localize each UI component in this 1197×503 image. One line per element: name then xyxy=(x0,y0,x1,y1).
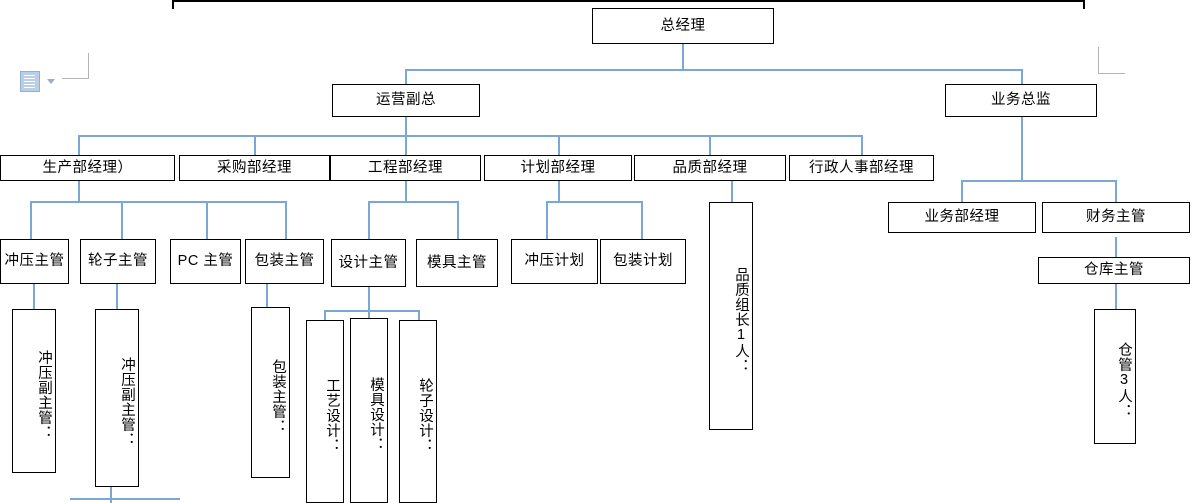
connector-to-biz-mgr xyxy=(961,180,963,202)
node-stamping-deputy-supervisor-2[interactable]: 冲压副主管： xyxy=(95,309,139,487)
connector-qualmgr-down xyxy=(731,180,733,202)
connector-stampsup-down xyxy=(33,284,35,309)
node-business-director[interactable]: 业务总监 xyxy=(945,84,1097,117)
connector-to-stamp-plan xyxy=(546,201,548,239)
connector-design-bus xyxy=(324,310,419,312)
node-purchasing-manager[interactable]: 采购部经理 xyxy=(179,155,330,181)
connector-opsvp-down xyxy=(405,116,407,136)
connector-to-pack-plan xyxy=(641,201,643,239)
crop-mark-right-h xyxy=(1098,73,1125,75)
node-packaging-plan[interactable]: 包装计划 xyxy=(600,239,686,284)
connector-gm-bus xyxy=(405,69,1022,71)
connector-to-prod-mgr xyxy=(78,135,80,155)
paste-document-icon xyxy=(20,70,40,92)
node-general-manager[interactable]: 总经理 xyxy=(592,8,774,44)
node-stamping-supervisor[interactable]: 冲压主管 xyxy=(0,239,69,284)
connector-to-hr-mgr xyxy=(861,135,863,155)
connector-gm-down xyxy=(682,44,684,70)
node-production-manager[interactable]: 生产部经理） xyxy=(0,155,175,181)
connector-planmgr-down xyxy=(558,180,560,202)
node-wheel-supervisor[interactable]: 轮子主管 xyxy=(80,239,156,284)
node-operations-vp[interactable]: 运营副总 xyxy=(332,84,480,117)
connector-bizdir-down xyxy=(1021,116,1023,181)
crop-mark-left-v xyxy=(88,53,90,79)
connector-to-fin-sup xyxy=(1115,180,1117,202)
connector-to-stamp-sup xyxy=(30,201,32,239)
connector-to-eng-mgr xyxy=(405,135,407,155)
node-packaging-deputy-supervisor[interactable]: 包装主管： xyxy=(251,307,290,478)
node-process-design[interactable]: 工艺设计： xyxy=(306,320,344,503)
connector-to-ops-vp xyxy=(405,69,407,84)
connector-finsup-down xyxy=(1115,237,1117,258)
connector-to-purch-mgr xyxy=(254,135,256,155)
node-design-supervisor[interactable]: 设计主管 xyxy=(331,239,406,287)
node-warehouse-staff[interactable]: 仓管3人： xyxy=(1094,309,1136,444)
connector-plan-bus xyxy=(546,201,642,203)
node-wheel-design[interactable]: 轮子设计： xyxy=(399,320,437,503)
connector-wheelsup-down xyxy=(116,284,118,309)
node-stamping-deputy-supervisor-1[interactable]: 冲压副主管： xyxy=(12,309,56,473)
connector-engmgr-down xyxy=(405,180,407,202)
connector-to-mold-sup xyxy=(457,201,459,239)
connector-eng-bus xyxy=(368,201,458,203)
crop-mark-left-h xyxy=(62,78,89,80)
connector-bottom-bus xyxy=(70,498,180,500)
paste-options-button[interactable] xyxy=(20,70,64,92)
connector-prod-bus xyxy=(30,201,286,203)
node-mold-design[interactable]: 模具设计： xyxy=(350,318,388,503)
table-right-border xyxy=(1083,0,1085,9)
connector-packsup-down xyxy=(266,284,268,307)
connector-biz-bus xyxy=(961,180,1116,182)
connector-prodmgr-down xyxy=(78,180,80,202)
node-quality-manager[interactable]: 品质部经理 xyxy=(634,155,786,181)
connector-to-wheel-sup xyxy=(121,201,123,239)
node-business-manager[interactable]: 业务部经理 xyxy=(888,202,1036,233)
chevron-down-icon xyxy=(47,78,55,84)
node-pc-supervisor[interactable]: PC 主管 xyxy=(170,239,241,284)
connector-to-biz-dir xyxy=(1021,69,1023,84)
node-packaging-supervisor[interactable]: 包装主管 xyxy=(245,239,324,284)
connector-to-design-sup xyxy=(368,201,370,239)
connector-warehousesup-down xyxy=(1115,283,1117,309)
connector-to-mold-design xyxy=(368,310,370,318)
node-engineering-manager[interactable]: 工程部经理 xyxy=(330,155,481,181)
node-finance-supervisor[interactable]: 财务主管 xyxy=(1042,202,1190,233)
connector-to-wheel-design xyxy=(418,310,420,320)
node-hr-admin-manager[interactable]: 行政人事部经理 xyxy=(789,155,934,181)
connector-dept-bus xyxy=(78,135,862,137)
connector-to-pack-sup xyxy=(285,201,287,239)
crop-mark-right-v xyxy=(1098,47,1100,74)
node-warehouse-supervisor[interactable]: 仓库主管 xyxy=(1038,257,1190,284)
connector-to-qual-mgr xyxy=(709,135,711,155)
connector-designsup-down xyxy=(368,287,370,311)
node-quality-team-leader[interactable]: 品质组长1人： xyxy=(709,202,753,430)
table-top-border xyxy=(172,0,1084,2)
connector-to-pc-sup xyxy=(206,201,208,239)
node-stamping-plan[interactable]: 冲压计划 xyxy=(511,239,598,284)
connector-bottom-down xyxy=(110,487,112,503)
node-mold-supervisor[interactable]: 模具主管 xyxy=(416,239,498,287)
connector-to-process-design xyxy=(324,310,326,320)
node-planning-manager[interactable]: 计划部经理 xyxy=(484,155,632,181)
connector-to-plan-mgr xyxy=(558,135,560,155)
table-left-border xyxy=(172,0,174,9)
